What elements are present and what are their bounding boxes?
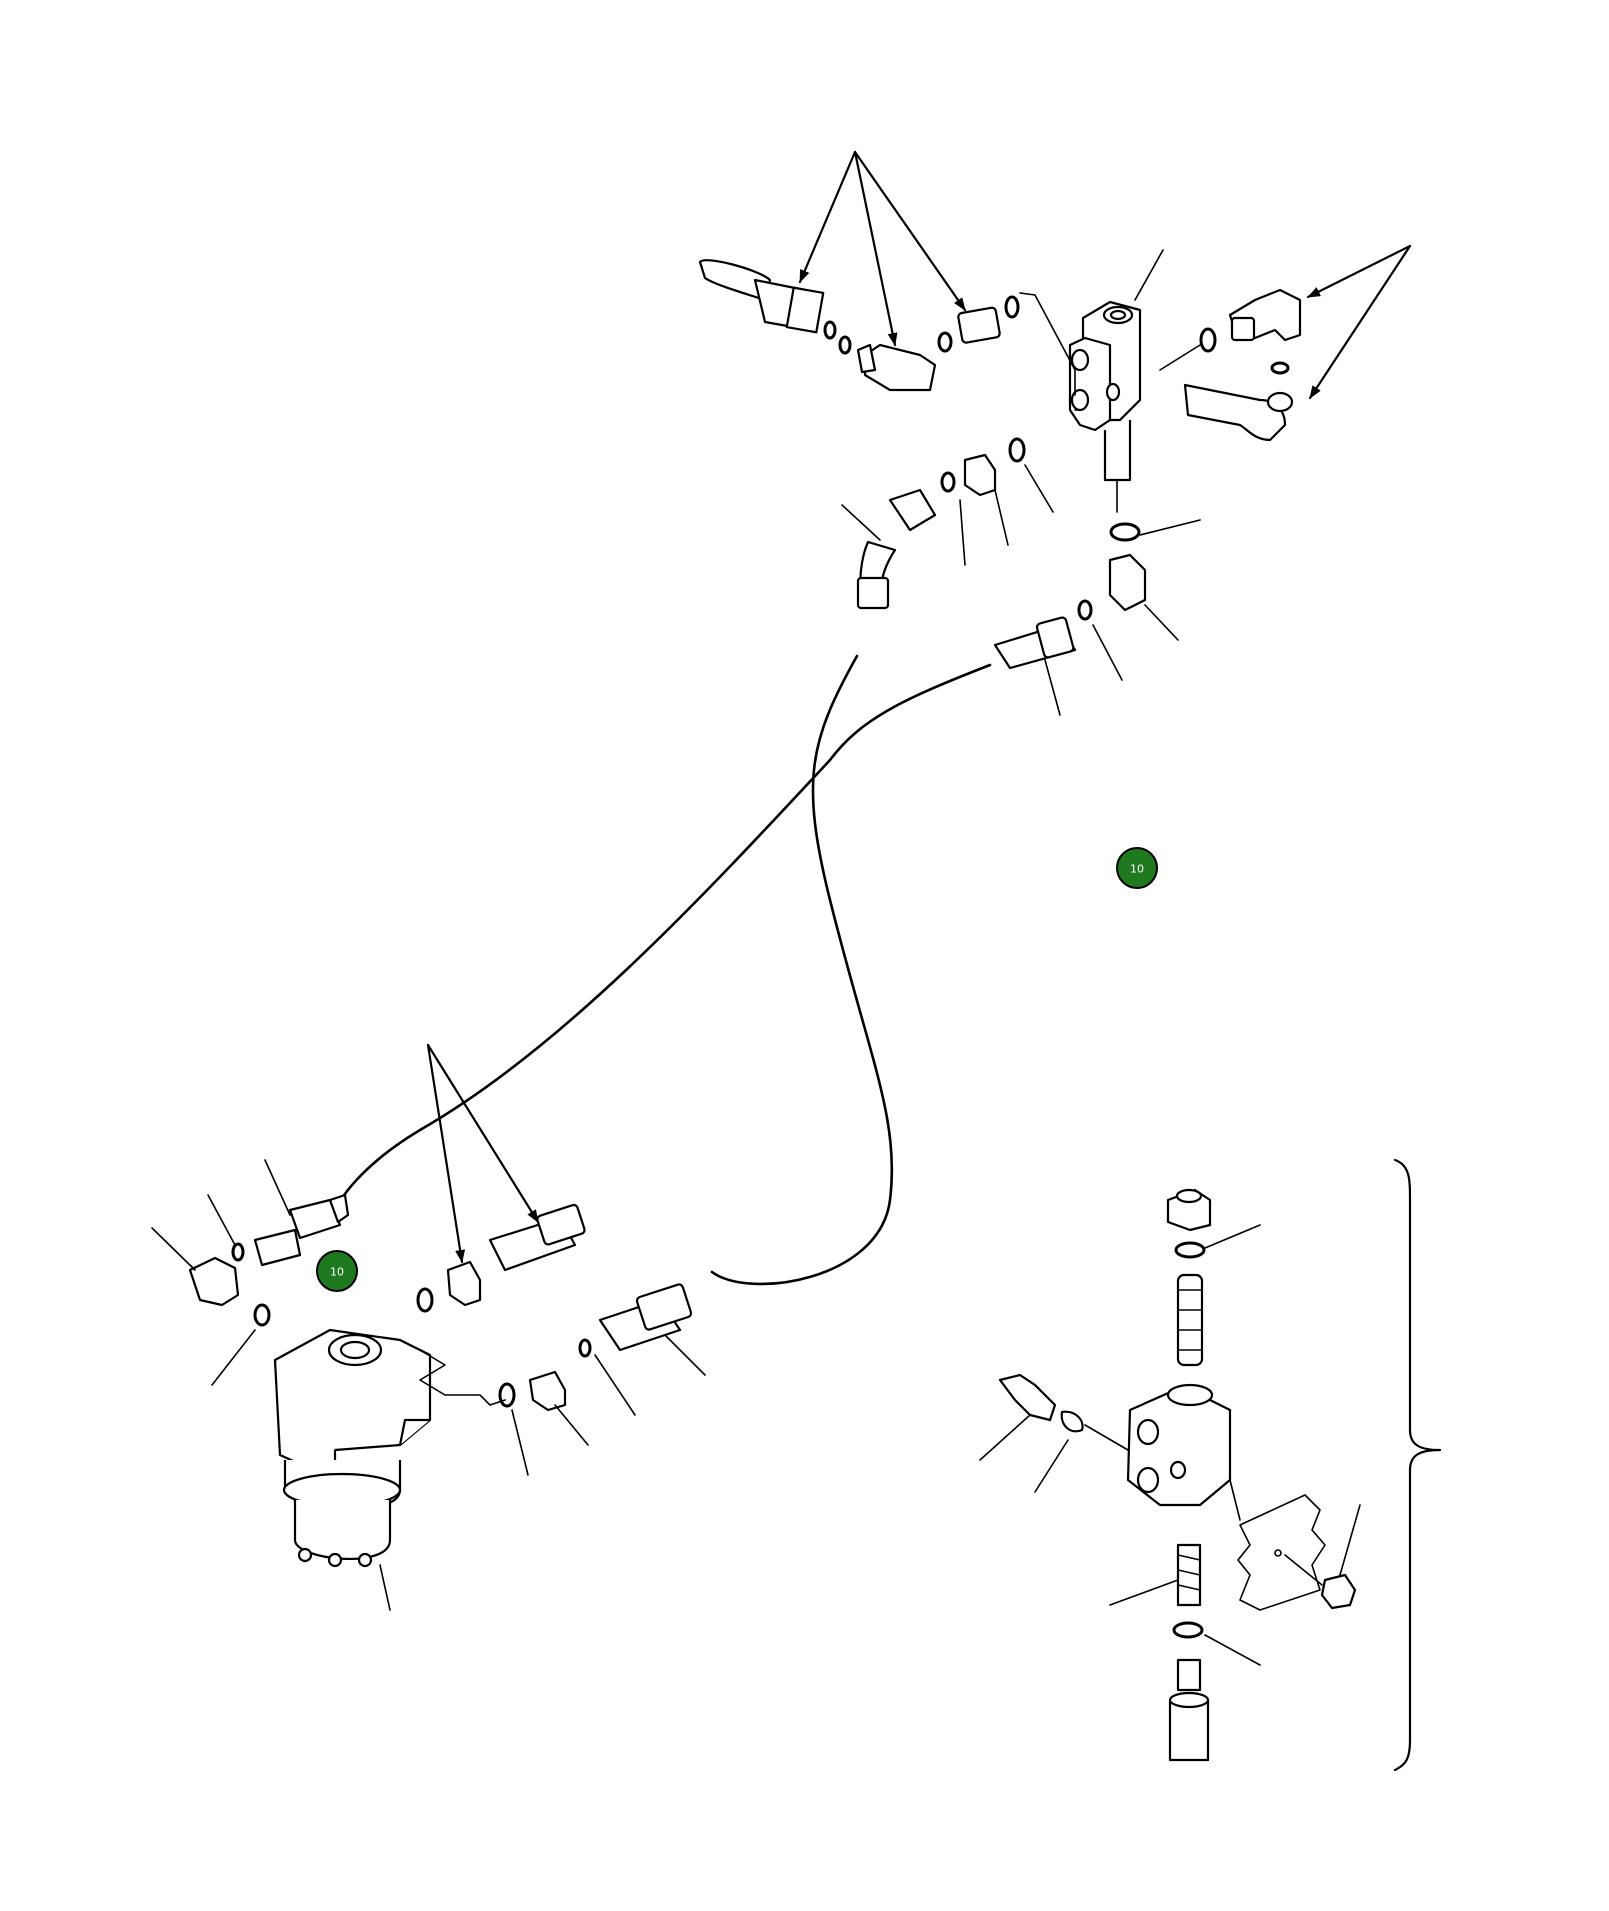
leader-lines bbox=[151, 249, 1361, 1666]
callout-badge-upper[interactable]: 10 bbox=[1116, 847, 1158, 889]
top-right-fittings bbox=[1159, 288, 1302, 442]
mid-fittings-upper bbox=[856, 437, 1026, 610]
steering-unit bbox=[273, 1328, 432, 1568]
lower-left-fittings bbox=[188, 1193, 693, 1412]
pointer-arrows bbox=[426, 150, 1412, 1264]
mid-fittings-lower bbox=[993, 522, 1147, 670]
priority-valve-detail bbox=[998, 1188, 1357, 1762]
callout-label: 10 bbox=[1130, 863, 1144, 876]
detail-bracket bbox=[1393, 1158, 1442, 1772]
callout-badge-lower[interactable]: 10 bbox=[316, 1250, 358, 1292]
callout-label: 10 bbox=[330, 1266, 344, 1279]
distributor-block bbox=[1068, 300, 1142, 513]
hose-lines bbox=[333, 654, 992, 1286]
top-left-fittings bbox=[698, 259, 1081, 411]
